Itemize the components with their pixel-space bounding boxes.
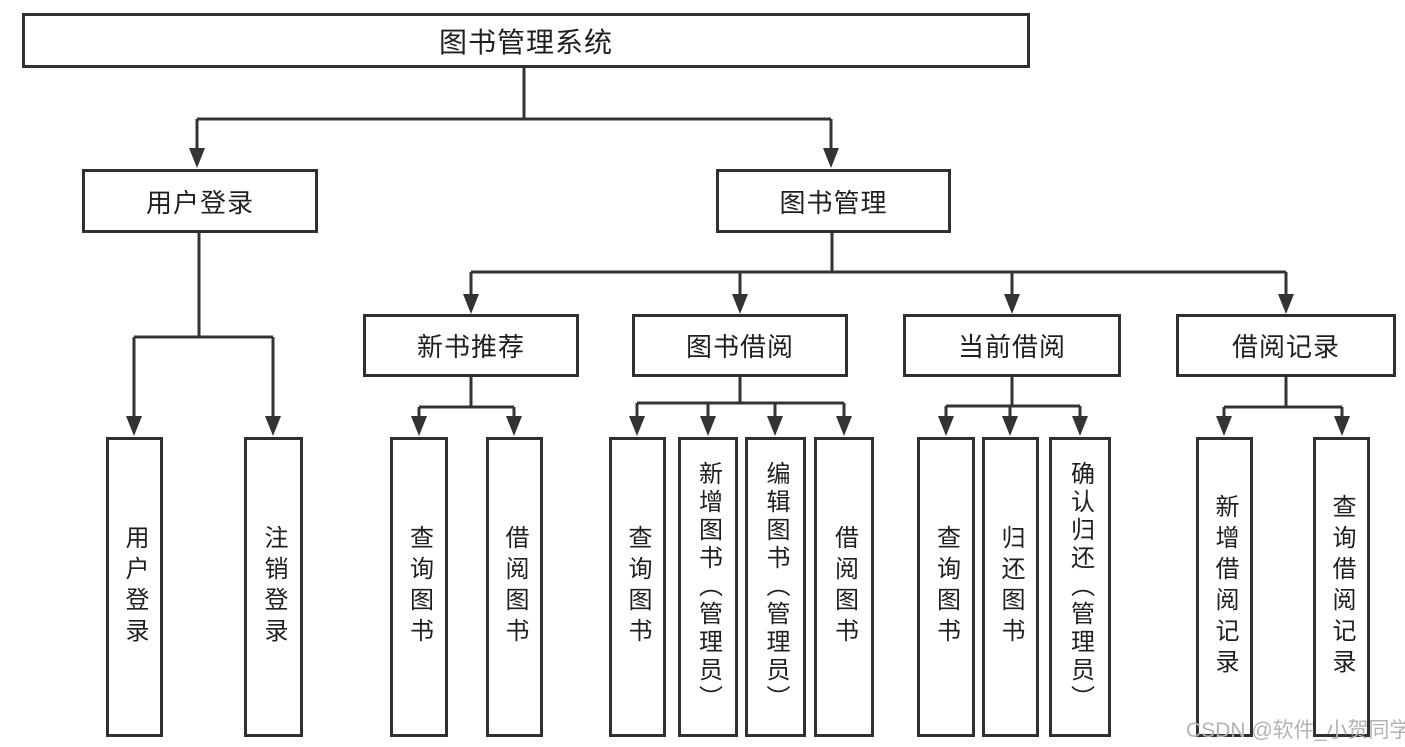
arrow-down-icon xyxy=(1002,416,1018,436)
arrow-down-icon xyxy=(767,416,783,436)
connector-book-borrow-children xyxy=(635,377,846,424)
leaf-query-books-recommend: 查询图书 xyxy=(390,437,448,737)
arrow-down-icon xyxy=(411,416,427,436)
node-book-management: 图书管理 xyxy=(716,169,951,233)
connector-current-borrow-children xyxy=(944,377,1082,424)
node-label: 确认归还（管理员） xyxy=(1066,461,1094,713)
leaf-user-login: 用户登录 xyxy=(106,437,163,737)
leaf-add-book-admin: 新增图书（管理员） xyxy=(678,437,738,737)
node-label: 用户登录 xyxy=(145,187,254,218)
arrow-down-icon xyxy=(836,416,852,436)
node-book-borrow: 图书借阅 xyxy=(632,314,848,377)
node-label: 查询图书 xyxy=(932,525,960,649)
arrow-down-icon xyxy=(1004,294,1020,314)
csdn-watermark: CSDN @软件_小贺同学 xyxy=(1186,719,1405,742)
node-new-book-recommend: 新书推荐 xyxy=(363,314,579,377)
arrow-down-icon xyxy=(732,294,748,314)
node-label: 归还图书 xyxy=(997,525,1024,649)
node-label: 借阅图书 xyxy=(501,525,528,649)
leaf-borrow-books: 借阅图书 xyxy=(814,437,874,737)
node-label: 查询图书 xyxy=(624,525,651,649)
arrow-down-icon xyxy=(1278,294,1294,314)
node-label: 借阅记录 xyxy=(1231,332,1340,362)
node-label: 当前借阅 xyxy=(957,332,1066,362)
arrow-down-icon xyxy=(700,416,716,436)
node-label: 查询图书 xyxy=(405,525,433,649)
node-label: 新增图书（管理员） xyxy=(694,461,722,713)
node-label: 图书管理 xyxy=(779,187,888,218)
node-label: 图书借阅 xyxy=(685,332,794,362)
node-label: 借阅图书 xyxy=(830,525,858,649)
arrow-down-icon xyxy=(629,416,645,436)
node-label: 注销登录 xyxy=(260,525,287,649)
connector-user-login-children xyxy=(132,233,275,424)
node-label: 新书推荐 xyxy=(416,332,525,362)
connector-root-to-level2 xyxy=(195,68,833,152)
connector-book-management-children xyxy=(469,233,1288,300)
arrow-down-icon xyxy=(126,416,142,436)
arrow-down-icon xyxy=(265,416,281,436)
node-label: 新增借阅记录 xyxy=(1211,494,1238,680)
leaf-edit-book-admin: 编辑图书（管理员） xyxy=(745,437,806,737)
connector-borrow-record-children xyxy=(1222,377,1344,424)
leaf-query-books-current: 查询图书 xyxy=(917,437,975,737)
leaf-query-books-borrow: 查询图书 xyxy=(609,437,666,737)
node-label: 用户登录 xyxy=(121,525,148,649)
arrow-down-icon xyxy=(463,294,479,314)
node-label: 编辑图书（管理员） xyxy=(762,461,789,713)
node-user-login: 用户登录 xyxy=(82,169,318,233)
leaf-logout: 注销登录 xyxy=(244,437,303,737)
leaf-confirm-return-admin: 确认归还（管理员） xyxy=(1049,437,1111,737)
node-label: 图书管理系统 xyxy=(438,26,613,58)
leaf-return-book: 归还图书 xyxy=(982,437,1039,737)
node-current-borrow: 当前借阅 xyxy=(903,314,1121,377)
arrow-down-icon xyxy=(823,148,839,168)
leaf-query-borrow-record: 查询借阅记录 xyxy=(1313,437,1370,737)
arrow-down-icon xyxy=(1072,416,1088,436)
arrow-down-icon xyxy=(1334,416,1350,436)
arrow-down-icon xyxy=(506,416,522,436)
node-library-system: 图书管理系统 xyxy=(22,13,1030,68)
arrow-down-icon xyxy=(938,416,954,436)
connector-lines xyxy=(132,68,1344,424)
arrowheads xyxy=(126,148,1350,436)
connector-new-book-children xyxy=(417,377,516,424)
leaf-borrow-books-recommend: 借阅图书 xyxy=(486,437,543,737)
leaf-add-borrow-record: 新增借阅记录 xyxy=(1196,437,1253,737)
node-label: 查询借阅记录 xyxy=(1328,494,1355,680)
arrow-down-icon xyxy=(189,148,205,168)
node-borrow-records: 借阅记录 xyxy=(1176,314,1396,377)
arrow-down-icon xyxy=(1216,416,1232,436)
